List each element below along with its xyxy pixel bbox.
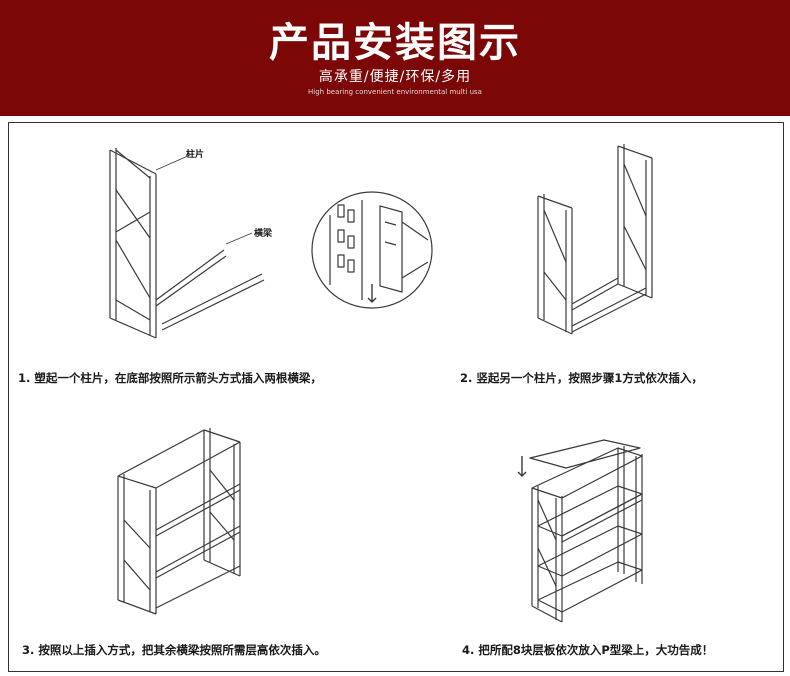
step4-illustration: [517, 439, 643, 623]
step1-text: 1. 塑起一个柱片，在底部按照所示箭头方式插入两根横梁，: [18, 371, 322, 385]
step4-text: 4. 把所配8块层板依次放入P型梁上，大功告成！: [462, 643, 714, 657]
step3-illustration: [117, 428, 241, 615]
page-subtitle: 高承重/便捷/环保/多用: [318, 69, 472, 85]
page-title: 产品安装图示: [269, 20, 521, 66]
column-callout-label: 柱片: [186, 150, 205, 160]
header-banner: 产品安装图示 高承重/便捷/环保/多用 High bearing conveni…: [0, 0, 790, 116]
step1-illustration: [109, 148, 265, 339]
beam-callout-label: 横梁: [254, 229, 273, 239]
instruction-frame: [8, 122, 784, 672]
step3-text: 3. 按照以上插入方式，把其余横梁按照所需层高依次插入。: [22, 643, 326, 657]
hook-detail-illustration: [311, 191, 433, 309]
page-english-subtitle: High bearing convenient environmental mu…: [308, 88, 482, 96]
step2-text: 2. 竖起另一个柱片，按照步骤1方式依次插入，: [460, 371, 703, 385]
step2-illustration: [537, 144, 653, 335]
